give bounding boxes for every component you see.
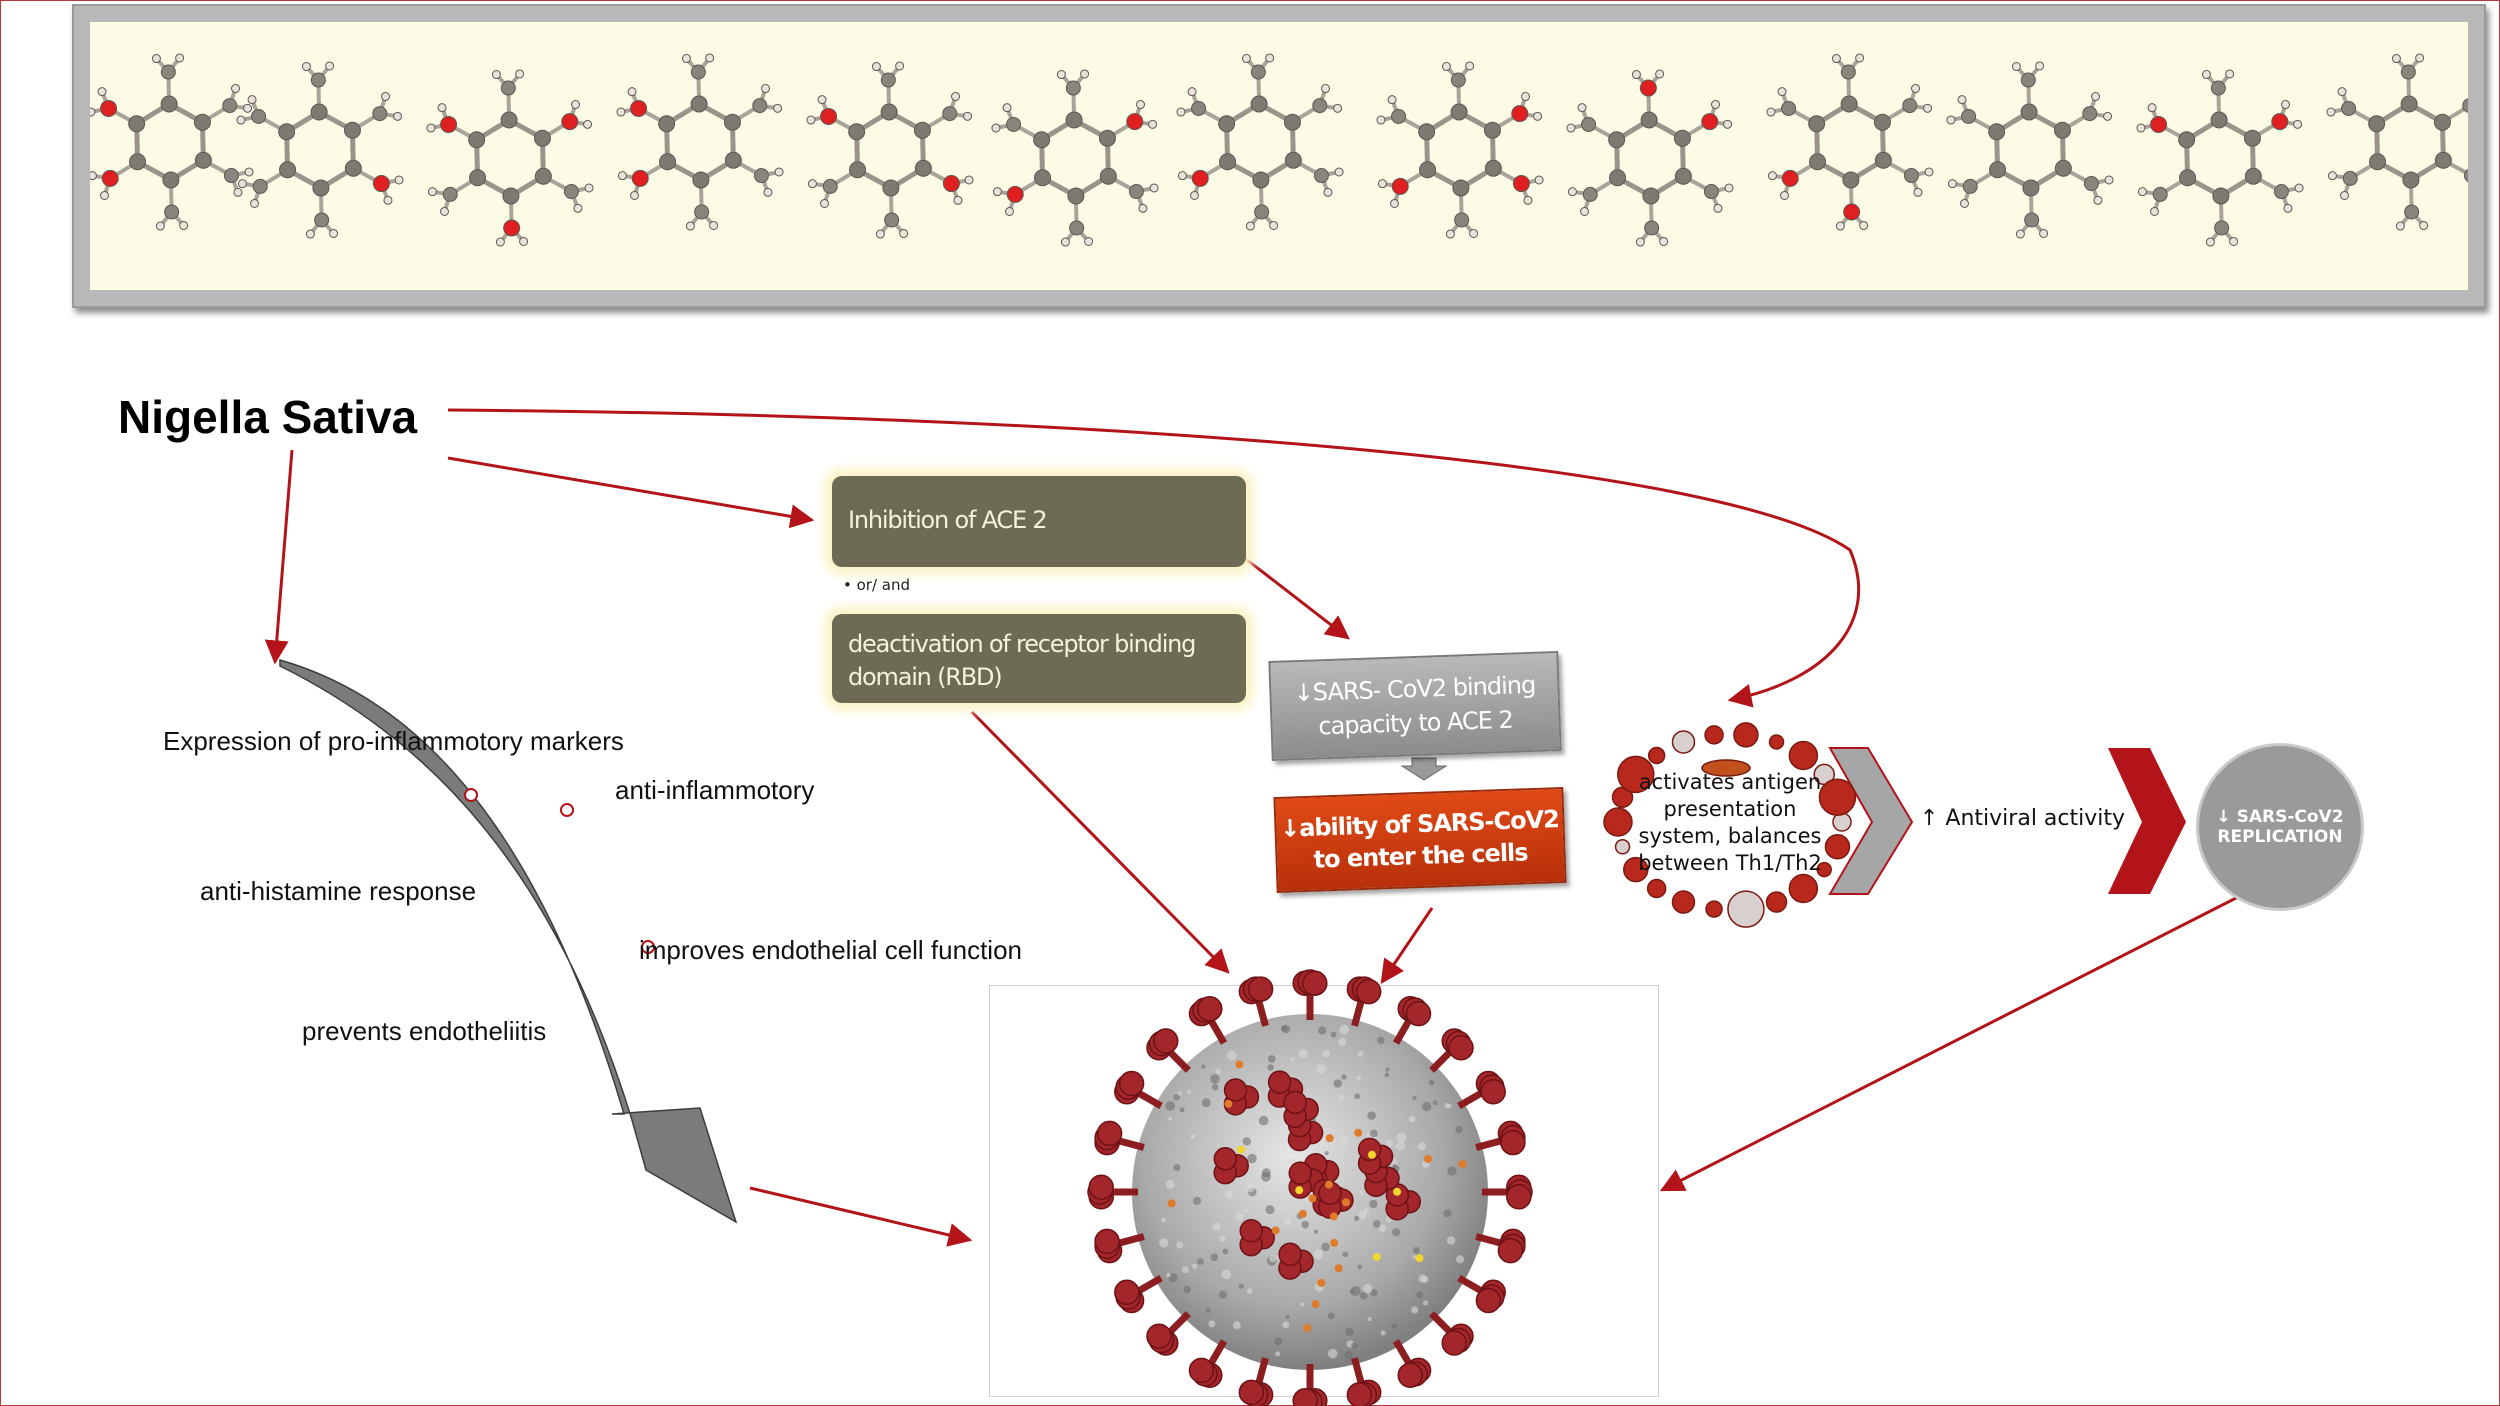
immune-cell-20 xyxy=(1788,740,1819,771)
molecule-panel xyxy=(72,4,2486,308)
arrow-rbd-to-virus xyxy=(970,710,1230,974)
replication-circle: ↓ SARS-CoV2 REPLICATION xyxy=(2196,743,2364,911)
immune-cell-11 xyxy=(1614,839,1631,855)
molecule-2 xyxy=(236,61,404,239)
spike-protein-2 xyxy=(1497,1228,1526,1264)
immune-cell-14 xyxy=(1617,755,1655,794)
immune-cell-2 xyxy=(1824,834,1851,860)
marker-dot-1 xyxy=(464,788,478,802)
marker-dot-3 xyxy=(641,940,655,954)
arrow-entry-to-virus xyxy=(1380,907,1434,984)
spike-protein-21 xyxy=(1397,996,1432,1027)
label-anti-inflammatory: anti-inflammotory xyxy=(615,775,815,805)
spike-protein-5 xyxy=(1397,1357,1432,1388)
label-endothelial-function: improves endothelial cell function xyxy=(639,935,1022,965)
binding-capacity-box: ↓SARS- CoV2 binding capacity to ACE 2 xyxy=(1268,650,1562,762)
spike-protein-8 xyxy=(1238,1379,1274,1406)
spike-protein-17 xyxy=(1188,996,1223,1027)
spike-protein-4 xyxy=(1441,1323,1474,1356)
surface-spike-3 xyxy=(1239,1219,1275,1257)
arrow-to-expression xyxy=(264,449,294,665)
immune-cell-12 xyxy=(1603,807,1633,837)
arrow-to-ace2 xyxy=(447,456,815,529)
molecule-panel-inner xyxy=(90,22,2468,290)
immune-cell-6 xyxy=(1727,890,1765,928)
red-chevron xyxy=(2108,748,2186,894)
molecule-12 xyxy=(2136,69,2304,247)
grey-curved-arrow xyxy=(279,659,738,1224)
cell-entry-box: ↓ability of SARS-CoV2 to enter the cells xyxy=(1273,786,1567,894)
molecule-4 xyxy=(616,53,784,231)
coronavirus-image xyxy=(1087,969,1533,1406)
antiviral-activity-label: ↑ Antiviral activity xyxy=(1920,806,2126,831)
marker-dot-2 xyxy=(560,803,574,817)
spike-protein-20 xyxy=(1346,976,1382,1005)
label-pro-inflammatory: Expression of pro-inflammotory markers xyxy=(163,726,624,756)
or-and-label: • or/ and xyxy=(843,576,911,594)
spike-protein-23 xyxy=(1475,1070,1506,1105)
molecule-7 xyxy=(1176,53,1344,231)
molecule-13 xyxy=(2326,53,2468,231)
immune-cell-9 xyxy=(1646,878,1667,899)
immune-cell-18 xyxy=(1733,722,1759,748)
molecule-5 xyxy=(806,61,974,239)
spike-protein-6 xyxy=(1346,1379,1382,1406)
spike-protein-18 xyxy=(1238,976,1274,1005)
immune-cell-10 xyxy=(1623,856,1649,883)
molecule-3 xyxy=(426,69,594,247)
spike-protein-19 xyxy=(1292,969,1328,996)
immune-cells xyxy=(1603,722,1857,928)
immune-cell-16 xyxy=(1671,730,1696,754)
arrow-replication-to-virus xyxy=(1659,894,2241,1192)
spike-protein-3 xyxy=(1475,1279,1506,1314)
spike-protein-12 xyxy=(1094,1228,1123,1264)
spike-protein-22 xyxy=(1441,1028,1474,1061)
molecule-6 xyxy=(991,69,1159,247)
grey-chevron xyxy=(1828,747,1914,895)
spike-protein-7 xyxy=(1292,1388,1328,1406)
diagram-title: Nigella Sativa xyxy=(118,391,418,443)
immune-cell-15 xyxy=(1647,746,1666,765)
immune-cell-oval xyxy=(1701,759,1751,777)
spike-protein-15 xyxy=(1114,1070,1145,1105)
molecule-structures xyxy=(90,53,2468,247)
immune-cell-7 xyxy=(1705,900,1723,918)
molecule-8 xyxy=(1376,61,1544,239)
molecule-11 xyxy=(1946,61,2114,239)
small-down-arrow xyxy=(1400,757,1448,781)
immune-cell-4 xyxy=(1788,873,1819,904)
spike-protein-10 xyxy=(1146,1323,1179,1356)
ace2-inhibition-box: Inhibition of ACE 2 xyxy=(832,476,1246,567)
arrow-grey-to-virus xyxy=(749,1186,973,1247)
spike-protein-16 xyxy=(1146,1028,1179,1061)
surface-spike-6 xyxy=(1278,1242,1314,1280)
label-anti-histamine: anti-histamine response xyxy=(200,876,477,906)
spike-protein-24 xyxy=(1497,1120,1526,1156)
label-endotheliitis: prevents endotheliitis xyxy=(302,1016,547,1046)
immune-cell-8 xyxy=(1671,890,1696,914)
immune-cell-5 xyxy=(1765,891,1788,913)
arrow-ace2-to-binding xyxy=(1241,554,1350,640)
immune-cell-22 xyxy=(1818,778,1857,816)
immune-cell-3 xyxy=(1816,861,1832,878)
spike-protein-11 xyxy=(1114,1279,1145,1314)
rbd-deactivation-box: deactivation of receptor binding domain … xyxy=(832,614,1246,703)
spike-protein-1 xyxy=(1506,1174,1533,1210)
molecule-10 xyxy=(1766,53,1934,231)
molecule-1 xyxy=(90,53,254,231)
immune-cell-17 xyxy=(1704,725,1724,745)
surface-spike-12 xyxy=(1318,1181,1354,1219)
spike-protein-14 xyxy=(1094,1120,1123,1156)
replication-label: ↓ SARS-CoV2 REPLICATION xyxy=(2216,807,2344,847)
spike-protein-13 xyxy=(1087,1174,1114,1210)
immune-cell-19 xyxy=(1768,734,1785,750)
spike-protein-9 xyxy=(1188,1357,1223,1388)
molecule-9 xyxy=(1566,69,1734,247)
surface-spike-14 xyxy=(1213,1147,1249,1185)
arrow-to-immune xyxy=(447,408,1861,708)
surface-spike-9 xyxy=(1283,1090,1319,1129)
immune-activation-text: activates antigen presentation system, b… xyxy=(1638,770,1822,875)
